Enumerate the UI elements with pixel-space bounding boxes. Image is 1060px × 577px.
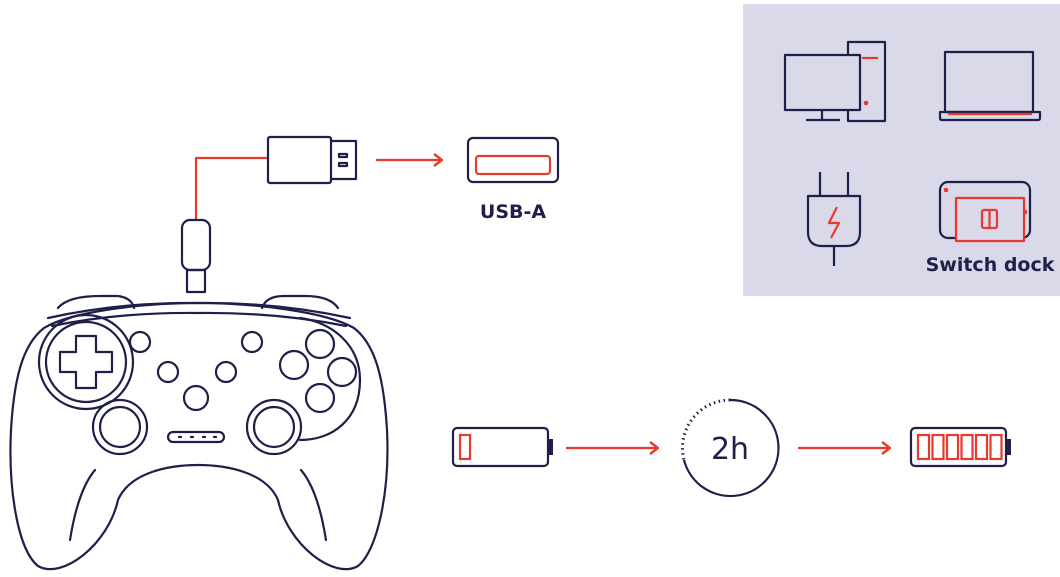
usb-a-label: USB-A: [480, 201, 546, 223]
battery-full-icon: [909, 426, 1011, 468]
wall-charger-icon: [806, 172, 862, 266]
switch-dock-label: Switch dock: [926, 254, 1055, 276]
switch-dock-icon: [938, 180, 1032, 243]
usb-a-port-icon: [466, 136, 560, 184]
battery-low-icon: [451, 426, 553, 468]
power-sources-panel: [743, 4, 1060, 296]
desktop-computer-icon: [783, 40, 887, 123]
laptop-icon: [938, 50, 1042, 122]
gamepad-icon: [9, 294, 389, 571]
timer-label: 2h: [711, 432, 749, 467]
timer-icon: 2h: [680, 398, 780, 498]
cable-icon: [180, 135, 358, 294]
